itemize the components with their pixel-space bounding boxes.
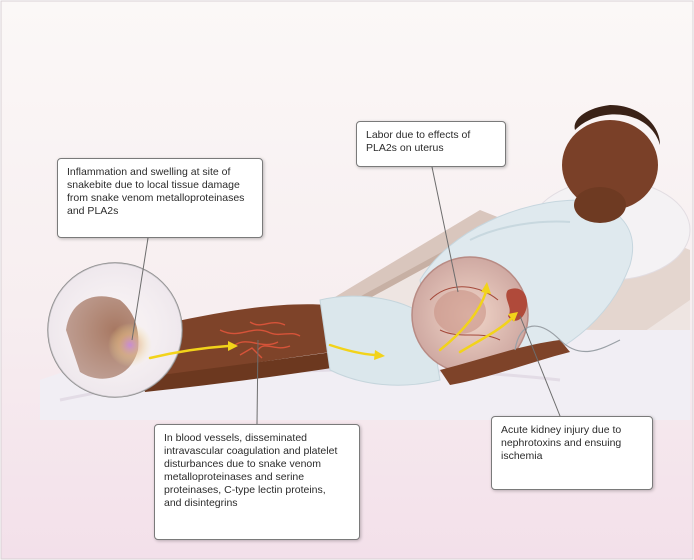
callout-blood-vessels: In blood vessels, disseminated intravasc… [154,424,360,540]
callout-inflammation: Inflammation and swelling at site of sna… [57,158,263,238]
callout-labor: Labor due to effects of PLA2s on uterus [356,121,506,167]
callout-kidney: Acute kidney injury due to nephrotoxins … [491,416,653,490]
bite-site-magnifier [48,263,182,397]
